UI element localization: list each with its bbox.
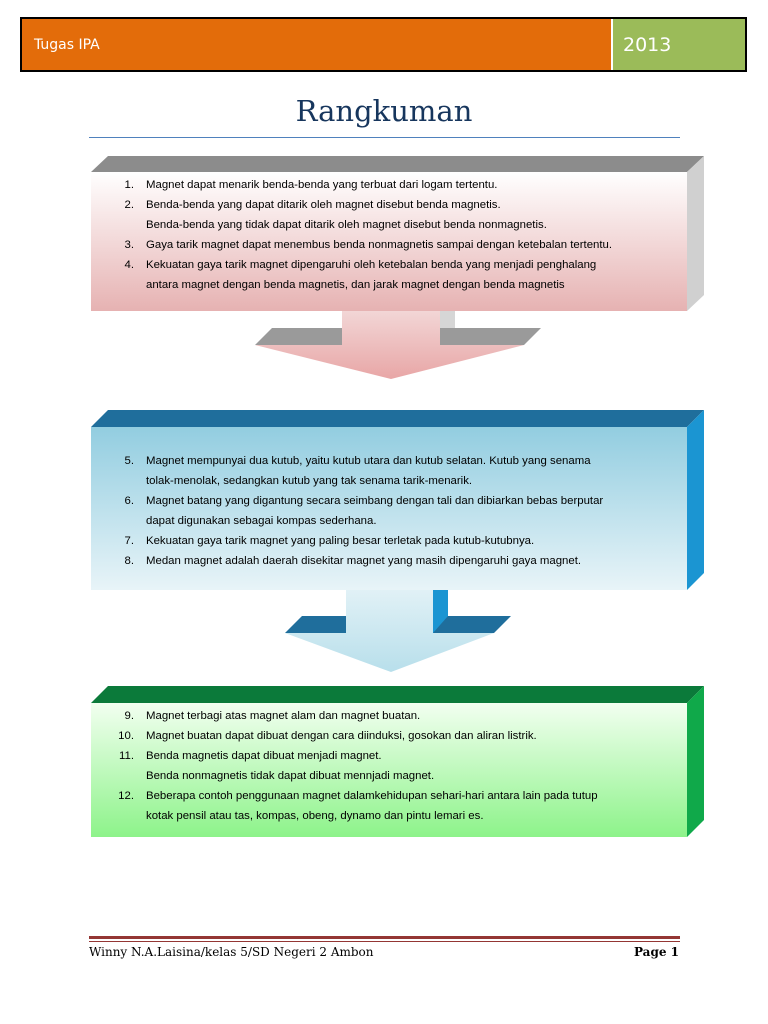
list-item: 8.Medan magnet adalah daerah disekitar m…	[124, 555, 582, 567]
list-item: 5.Magnet mempunyai dua kutub, yaitu kutu…	[124, 455, 591, 467]
list-item: antara magnet dengan benda magnetis, dan…	[146, 279, 565, 291]
arrow-down-1	[255, 311, 541, 379]
list-item: 6.Magnet batang yang digantung secara se…	[124, 495, 604, 507]
list-item: kotak pensil atau tas, kompas, obeng, dy…	[146, 810, 484, 822]
list-item: 1.Magnet dapat menarik benda-benda yang …	[124, 179, 498, 191]
summary-box-3	[91, 686, 704, 837]
list-item: dapat digunakan sebagai kompas sederhana…	[146, 515, 377, 527]
list-item: 11.Benda magnetis dapat dibuat menjadi m…	[119, 750, 382, 762]
list-item: 3.Gaya tarik magnet dapat menembus benda…	[124, 239, 613, 251]
arrow-down-2	[285, 590, 511, 672]
list-item: 12.Beberapa contoh penggunaan magnet dal…	[118, 790, 598, 802]
list-item: tolak-menolak, sedangkan kutub yang tak …	[146, 475, 473, 487]
list-item: 10.Magnet buatan dapat dibuat dengan car…	[118, 730, 537, 742]
summary-list-3: 9.Magnet terbagi atas magnet alam dan ma…	[96, 706, 674, 826]
list-item: Benda nonmagnetis tidak dapat dibuat men…	[146, 770, 435, 782]
footer-author: Winny N.A.Laisina/kelas 5/SD Negeri 2 Am…	[89, 945, 374, 959]
footer-divider-thick	[89, 936, 680, 939]
list-item: 9.Magnet terbagi atas magnet alam dan ma…	[124, 710, 421, 722]
header-subject-label: Tugas IPA	[22, 19, 613, 70]
summary-box-2	[91, 410, 704, 590]
summary-box-1	[91, 156, 704, 311]
list-item: 2.Benda-benda yang dapat ditarik oleh ma…	[124, 199, 501, 211]
list-item: 4.Kekuatan gaya tarik magnet dipengaruhi…	[124, 259, 597, 271]
document-header: Tugas IPA 2013	[20, 17, 747, 72]
summary-list-1: 1.Magnet dapat menarik benda-benda yang …	[96, 175, 674, 295]
summary-list-2: 5.Magnet mempunyai dua kutub, yaitu kutu…	[96, 451, 674, 571]
list-item: Benda-benda yang tidak dapat ditarik ole…	[146, 219, 547, 231]
title-divider	[89, 137, 680, 138]
header-year: 2013	[613, 19, 745, 70]
page-title: Rangkuman	[295, 94, 473, 128]
page-number: Page 1	[633, 945, 679, 959]
list-item: 7.Kekuatan gaya tarik magnet yang paling…	[124, 535, 535, 547]
footer-divider-thin	[89, 941, 680, 942]
